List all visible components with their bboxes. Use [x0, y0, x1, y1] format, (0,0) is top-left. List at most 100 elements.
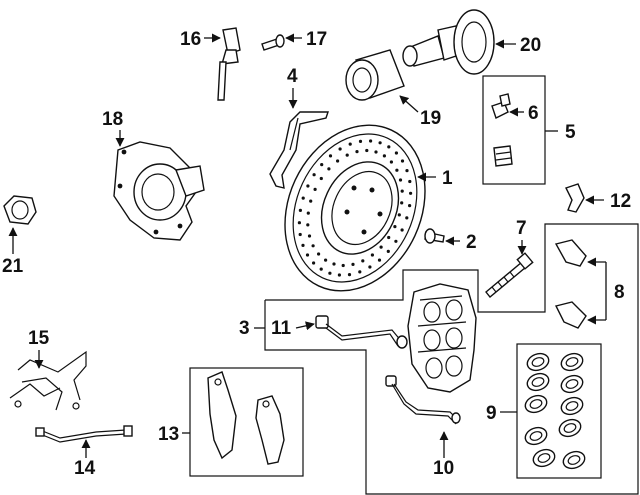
callout-6: 6 [509, 103, 539, 124]
callout-1: 1 [417, 168, 453, 189]
rotor-hole [338, 147, 342, 151]
callout-label: 3 [239, 318, 250, 339]
caliper-hardware-clips [554, 239, 587, 329]
rotor-hole [386, 249, 390, 253]
rotor-hole [347, 273, 352, 277]
seal-ring [524, 426, 548, 446]
seal-ring-inner [529, 431, 543, 441]
rotor-hole [301, 196, 305, 200]
rotor-hole [379, 245, 383, 249]
rotor-hole [368, 265, 372, 269]
seal-ring-inner [537, 453, 551, 463]
callout-21: 21 [2, 227, 24, 277]
brake-pads [207, 371, 285, 465]
callout-label: 12 [610, 191, 631, 212]
callout-20: 20 [495, 35, 541, 56]
callout-13: 13 [158, 424, 190, 445]
callout-5: 5 [545, 122, 576, 143]
rotor-hole [309, 199, 313, 203]
brake-line-lower [385, 375, 461, 425]
callout-label: 17 [306, 29, 327, 50]
seal-ring-inner [567, 455, 581, 465]
callout-17: 17 [285, 29, 327, 50]
callout-14: 14 [74, 439, 96, 479]
rotor-hole [397, 213, 401, 217]
rotor-bolt [424, 228, 445, 244]
seal-ring [526, 352, 550, 372]
callout-label: 4 [287, 66, 298, 87]
rotor-hole [400, 159, 405, 163]
callout-7: 7 [516, 218, 527, 255]
callout-label: 1 [442, 168, 453, 189]
rotor-hole [409, 191, 413, 195]
seal-ring-inner [565, 379, 579, 389]
wheel-bearing [345, 49, 405, 101]
callout-label: 13 [158, 424, 179, 445]
rotor-hole [365, 148, 369, 153]
pad-wear-clip [565, 183, 585, 213]
sensor-wire [35, 425, 133, 443]
rotor-hole [345, 153, 349, 157]
callout-8: 8 [587, 257, 625, 325]
callout-label: 2 [466, 232, 477, 253]
rotor-hole [312, 261, 316, 265]
rotor-hole [305, 253, 310, 257]
wheel-hub-carrier [113, 141, 205, 241]
seal-ring-inner [529, 399, 543, 409]
rotor-hole [369, 139, 373, 143]
seal-ring-inner [563, 423, 577, 433]
seal-ring [560, 396, 584, 416]
rotor-hole [319, 176, 323, 181]
brake-line-upper [315, 315, 408, 349]
callout-label: 20 [520, 35, 541, 56]
callout-label: 15 [28, 328, 50, 349]
callout-12: 12 [585, 191, 631, 212]
rotor-hole [306, 211, 310, 215]
rotor-hole [301, 243, 305, 247]
callout-4: 4 [287, 66, 298, 109]
rotor-hole [408, 179, 412, 184]
callout-label: 19 [420, 108, 441, 129]
rotor-hole [298, 208, 302, 212]
callout-label: 5 [565, 122, 576, 143]
bleeder-screw [491, 93, 513, 167]
piston-seal-kit [524, 352, 586, 470]
rotor-hole [311, 244, 315, 248]
callout-label: 9 [486, 403, 497, 424]
rotor-hole [327, 167, 331, 171]
axle-nut [3, 195, 37, 225]
rotor-hole [306, 223, 310, 227]
seal-ring [560, 352, 584, 372]
rotor-hole [394, 239, 398, 243]
rotor-hole [398, 178, 403, 182]
rotor-hole [337, 273, 341, 277]
callout-label: 11 [271, 318, 292, 339]
callout-label: 8 [614, 282, 625, 303]
callout-18: 18 [102, 109, 125, 147]
rotor-hole [324, 258, 328, 262]
rotor-hole [393, 225, 397, 229]
wheel-speed-sensor [217, 27, 241, 101]
rotor-hole [408, 204, 412, 208]
rotor-hole [351, 262, 355, 266]
callout-label: 10 [433, 458, 454, 479]
rotor-hole [355, 150, 359, 154]
rotor-hole [374, 150, 378, 154]
callout-16: 16 [180, 29, 221, 50]
sensor-bolt [261, 34, 285, 51]
rotor-hole [405, 169, 409, 173]
rotor-hole [387, 235, 391, 240]
rotor-hole [395, 168, 399, 172]
callout-label: 21 [2, 256, 24, 277]
rotor-hole [348, 142, 352, 146]
callout-label: 7 [516, 218, 527, 239]
rotor-hole [405, 216, 409, 220]
callout-11: 11 [271, 318, 315, 339]
callout-2: 2 [445, 232, 477, 253]
callout-label: 18 [102, 109, 123, 130]
rotor-hole [400, 189, 404, 193]
rotor-hole [313, 187, 317, 191]
part-3-group-box [264, 223, 639, 495]
rotor-hole [317, 252, 321, 256]
callout-9: 9 [486, 403, 517, 424]
